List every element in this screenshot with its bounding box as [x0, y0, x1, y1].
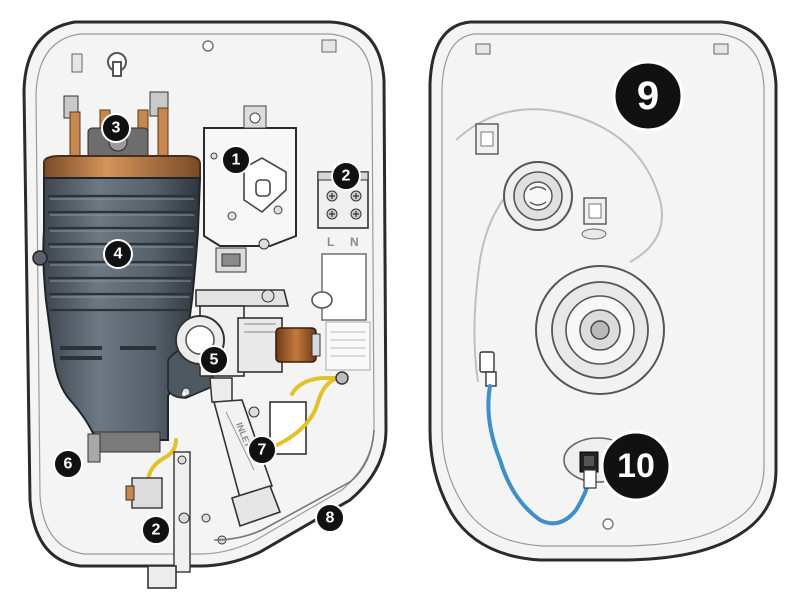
callout-c2a: 2: [331, 161, 361, 191]
cable-entry-slot: [311, 291, 333, 309]
callout-badge: [53, 449, 83, 479]
earth-terminal: [335, 371, 349, 385]
screw-boss: [602, 518, 614, 530]
clip-tab: [321, 39, 337, 53]
solenoid-coil: [275, 327, 321, 363]
callout-badge: [101, 113, 131, 143]
earth-wire-yellow-lower: [146, 438, 178, 482]
flow-knob-mount: [535, 265, 665, 395]
cover-clip: [475, 43, 491, 55]
callout-badge: [103, 239, 133, 269]
callout-number: 8: [326, 510, 335, 527]
tank-mount-knob: [32, 250, 48, 266]
cover-curved-rib: [455, 108, 663, 263]
keyhole-hanger: [107, 52, 127, 77]
callout-badge: [331, 161, 361, 191]
flow-valve: [175, 289, 290, 377]
callout-c6: 6: [53, 449, 83, 479]
callout-c10: 10: [600, 430, 672, 502]
callout-c1: 1: [221, 145, 251, 175]
inlet-assembly: INLET: [209, 377, 307, 528]
backplate-inner-rim: [35, 33, 375, 555]
tank-ribs-highlight: [50, 198, 194, 298]
cover-view: [428, 20, 778, 562]
warning-label: [325, 321, 371, 371]
cover-curved-rib-2: [473, 179, 521, 383]
tank-bracket: [93, 431, 161, 453]
callout-badge: [141, 515, 171, 545]
callout-badge: [247, 435, 277, 465]
earth-wire-yellow-upper: [264, 376, 340, 452]
callout-c9: 9: [612, 60, 684, 132]
callout-number: 10: [617, 447, 655, 485]
callouts: 1 2 2 3 4 5 6 7 8 9 10: [53, 60, 684, 545]
callout-badge: [199, 345, 229, 375]
callout-number: 2: [152, 522, 161, 539]
callout-badge: [315, 503, 345, 533]
screw-hole: [202, 40, 214, 52]
callout-c4: 4: [103, 239, 133, 269]
callout-number: 1: [232, 152, 241, 169]
screw: [201, 513, 211, 523]
callout-number: 9: [637, 74, 659, 118]
temperature-knob-mount: [503, 161, 573, 231]
bottom-cable-entry: [125, 451, 191, 589]
callout-c3: 3: [101, 113, 131, 143]
callout-badge: [600, 430, 672, 502]
callout-badge: [612, 60, 684, 132]
callout-c2b: 2: [141, 515, 171, 545]
front-cover-inner-rim: [441, 33, 765, 547]
callout-number: 7: [258, 442, 267, 459]
earth-lead: [479, 351, 597, 526]
thermal-cutout: [87, 433, 101, 463]
callout-number: 2: [342, 168, 351, 185]
callout-number: 6: [64, 456, 73, 473]
cable-entry-knockout: [321, 253, 367, 321]
callout-c7: 7: [247, 435, 277, 465]
clip-tab: [71, 53, 83, 73]
internal-view: L N INLET: [22, 20, 388, 589]
callout-badge: [221, 145, 251, 175]
terminal-label-neutral: N: [350, 235, 359, 249]
callout-c8: 8: [315, 503, 345, 533]
callout-number: 4: [114, 246, 123, 263]
callout-c5: 5: [199, 345, 229, 375]
heater-tank-cap: [43, 155, 201, 179]
cover-clip: [713, 43, 729, 55]
screw: [182, 392, 186, 396]
earth-wire-yellow-upper-2: [290, 376, 340, 396]
callout-number: 3: [112, 120, 121, 137]
terminal-label-live: L: [327, 235, 334, 249]
indicator-window: [475, 123, 607, 240]
tank-slots: [60, 346, 156, 360]
callout-number: 5: [210, 352, 219, 369]
casing-seal-gasket: [213, 429, 375, 541]
